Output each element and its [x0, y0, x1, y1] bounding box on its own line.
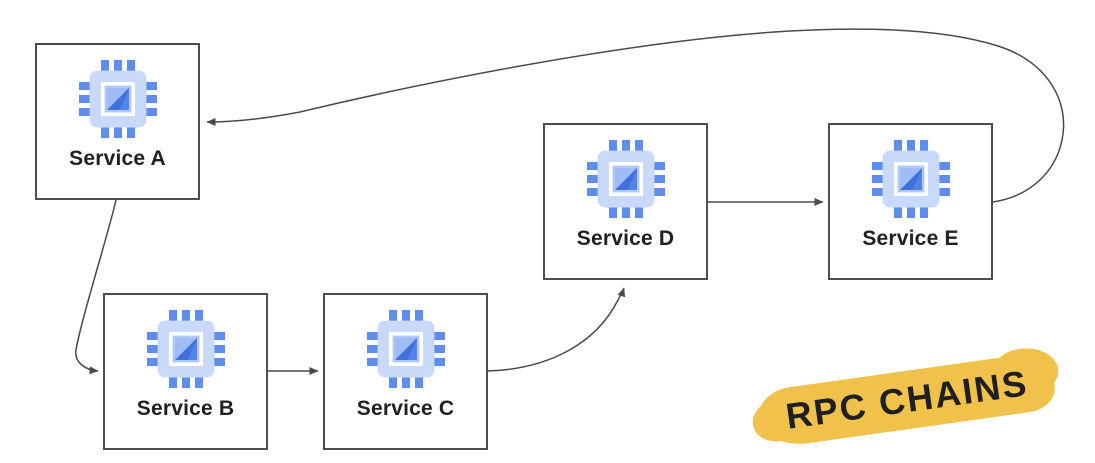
node-service-b: Service B: [103, 293, 268, 450]
chip-icon: [78, 60, 157, 138]
edge-service-c-to-service-d: [487, 287, 626, 372]
edge-service-a-to-service-b: [75, 199, 117, 375]
node-service-e: Service E: [828, 123, 993, 280]
chip-icon: [366, 310, 445, 388]
node-label: Service E: [862, 227, 959, 250]
node-label: Service A: [69, 147, 166, 170]
node-label: Service B: [136, 397, 235, 420]
chip-icon: [871, 140, 950, 218]
node-service-d: Service D: [543, 123, 708, 280]
chip-icon: [586, 140, 665, 218]
chip-icon: [146, 310, 225, 388]
node-service-a: Service A: [35, 43, 200, 200]
edge-service-e-to-service-a: [206, 28, 1065, 203]
node-label: Service C: [356, 397, 455, 420]
node-service-c: Service C: [323, 293, 488, 450]
node-label: Service D: [576, 227, 675, 250]
